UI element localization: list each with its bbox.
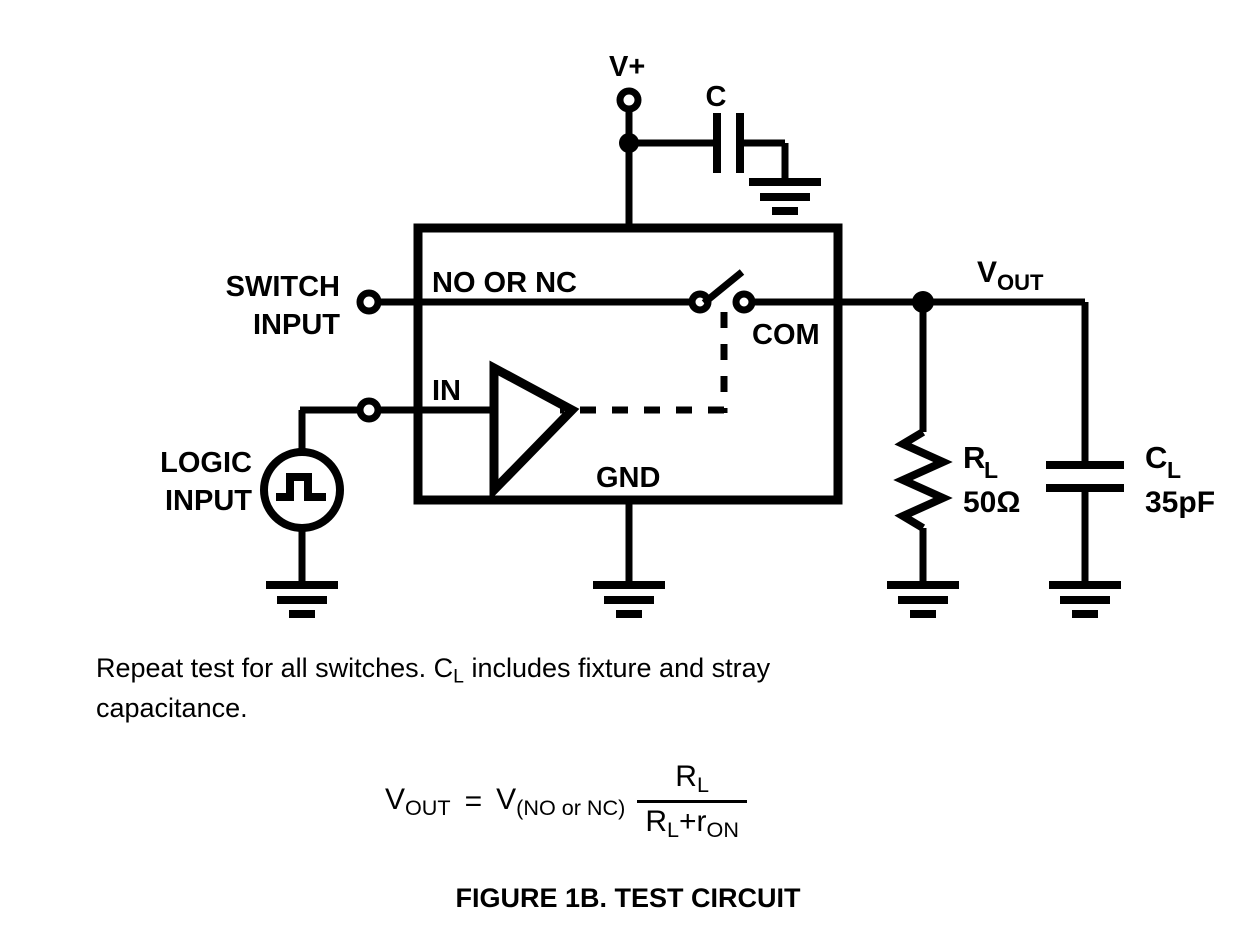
vout-label-sub: OUT [997, 270, 1044, 295]
formula-denominator: RL+rON [637, 800, 747, 843]
resistor-rl-zigzag [893, 428, 953, 532]
load-cap-name-main: C [1145, 440, 1167, 475]
resistor-rl-value: 50Ω [963, 486, 1020, 519]
switch-input-label-line1: SWITCH [226, 271, 340, 303]
figure-note-line-1-part-a: Repeat test for all switches. C [96, 653, 454, 683]
bypass-cap-label: C [706, 81, 727, 113]
supply-label: V+ [609, 51, 645, 83]
buffer-triangle [489, 360, 580, 502]
formula-denominator-main-1: R [645, 805, 667, 839]
formula-lhs-main: V [385, 782, 406, 816]
formula-rhs-main: V [496, 782, 517, 816]
pulse-waveform-glyph [276, 473, 326, 501]
pin-label-com: COM [752, 319, 820, 351]
switch-contact-right [732, 290, 756, 314]
formula-numerator-main: R [675, 760, 697, 793]
formula-numerator: RL [667, 760, 717, 800]
resistor-rl-name-main: R [963, 440, 985, 475]
supply-terminal-circle [616, 87, 642, 113]
logic-input-label-line1: LOGIC [160, 447, 252, 479]
formula-denominator-main-2: r [696, 805, 707, 839]
load-cap-name-sub: L [1167, 457, 1181, 483]
figure-caption: FIGURE 1B. TEST CIRCUIT [455, 883, 801, 913]
resistor-rl-label: R L 50Ω [963, 440, 1020, 519]
formula-lhs: VOUT [385, 783, 451, 821]
switch-input-terminal-circle[interactable] [356, 289, 382, 315]
vout-label-main: V [977, 256, 997, 289]
load-cap-value: 35pF [1145, 486, 1215, 519]
switch-input-label-line2: INPUT [253, 309, 340, 341]
formula-equals: = [464, 784, 483, 818]
resistor-rl-name-sub: L [984, 457, 998, 483]
load-cap-cl-label: C L 35pF [1145, 440, 1215, 519]
formula-denominator-sub-2: ON [706, 817, 739, 843]
figure-note-line-2: capacitance. [96, 693, 248, 723]
figure-note-line-1: Repeat test for all switches. CL include… [96, 648, 770, 696]
logic-input-label-line2: INPUT [165, 485, 252, 517]
switch-blade [701, 269, 745, 306]
figure-note-line-1-subscript: L [453, 665, 464, 688]
ground-symbol-ic [593, 581, 665, 618]
pin-label-in: IN [432, 375, 461, 407]
logic-input-terminal-circle[interactable] [356, 397, 382, 423]
formula-fraction: RL RL+rON [637, 760, 747, 843]
formula-rhs-sub: (NO or NC) [516, 794, 626, 820]
pulse-source-circle [260, 448, 344, 532]
pin-label-gnd: GND [596, 462, 660, 494]
formula-lhs-sub: OUT [405, 794, 451, 820]
ground-symbol-bypass-cap [749, 178, 821, 215]
ground-symbol-cl [1049, 581, 1121, 618]
formula-denominator-plus: + [679, 805, 697, 839]
formula-numerator-sub: L [696, 772, 709, 798]
vout-formula: VOUT = V(NO or NC) RL RL+rON [385, 760, 747, 843]
ground-symbol-pulse-source [266, 581, 338, 618]
formula-denominator-sub-1: L [667, 817, 680, 843]
formula-rhs: V(NO or NC) [496, 783, 625, 821]
pin-label-no-nc: NO OR NC [432, 267, 577, 299]
vout-label: V OUT [977, 256, 1044, 295]
ground-symbol-rl [887, 581, 959, 618]
figure-note-line-1-part-b: includes fixture and stray [463, 653, 771, 683]
